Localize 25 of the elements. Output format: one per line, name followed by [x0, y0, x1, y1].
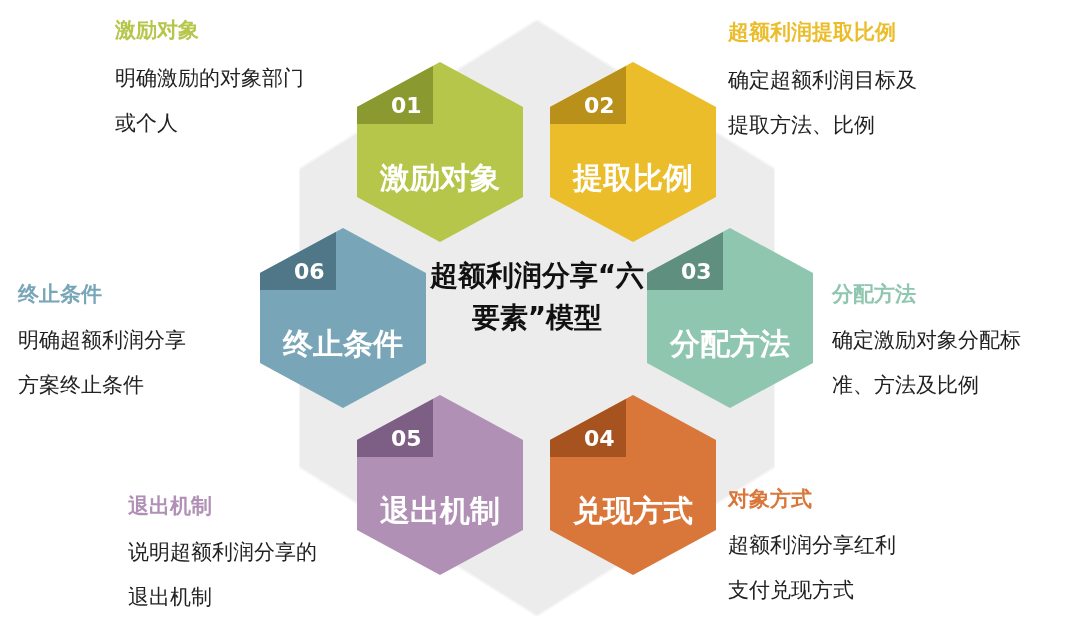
description-heading: 对象方式: [728, 486, 812, 513]
description-text: 确定激励对象分配标准、方法及比例: [832, 327, 1022, 399]
description-text: 说明超额利润分享的退出机制: [128, 539, 318, 611]
number-label: 03: [681, 258, 712, 286]
description-text: 超额利润分享红利支付兑现方式: [728, 532, 897, 604]
description-heading: 终止条件: [18, 281, 102, 308]
number-label: 06: [294, 258, 325, 286]
description-heading: 超额利润提取比例: [728, 19, 896, 46]
hexagon-title: 提取比例: [571, 159, 694, 197]
description-heading: 激励对象: [115, 17, 199, 44]
hexagon-title: 分配方法: [668, 325, 791, 363]
description-text: 确定超额利润目标及提取方法、比例: [728, 67, 918, 139]
number-label: 05: [391, 425, 422, 453]
number-label: 02: [584, 92, 615, 120]
description-text: 明确激励的对象部门或个人: [115, 65, 305, 137]
description-heading: 分配方法: [832, 281, 916, 308]
description-text: 明确超额利润分享方案终止条件: [18, 327, 187, 399]
hexagon-title: 终止条件: [281, 325, 404, 363]
description-heading: 退出机制: [128, 493, 212, 520]
number-label: 04: [584, 425, 615, 453]
hexagon-title: 激励对象: [379, 159, 501, 197]
hexagon-title: 兑现方式: [572, 492, 694, 530]
number-label: 01: [391, 92, 422, 120]
hexagon-title: 退出机制: [379, 492, 501, 530]
center-title: 超额利润分享“六要素”模型: [428, 258, 646, 336]
